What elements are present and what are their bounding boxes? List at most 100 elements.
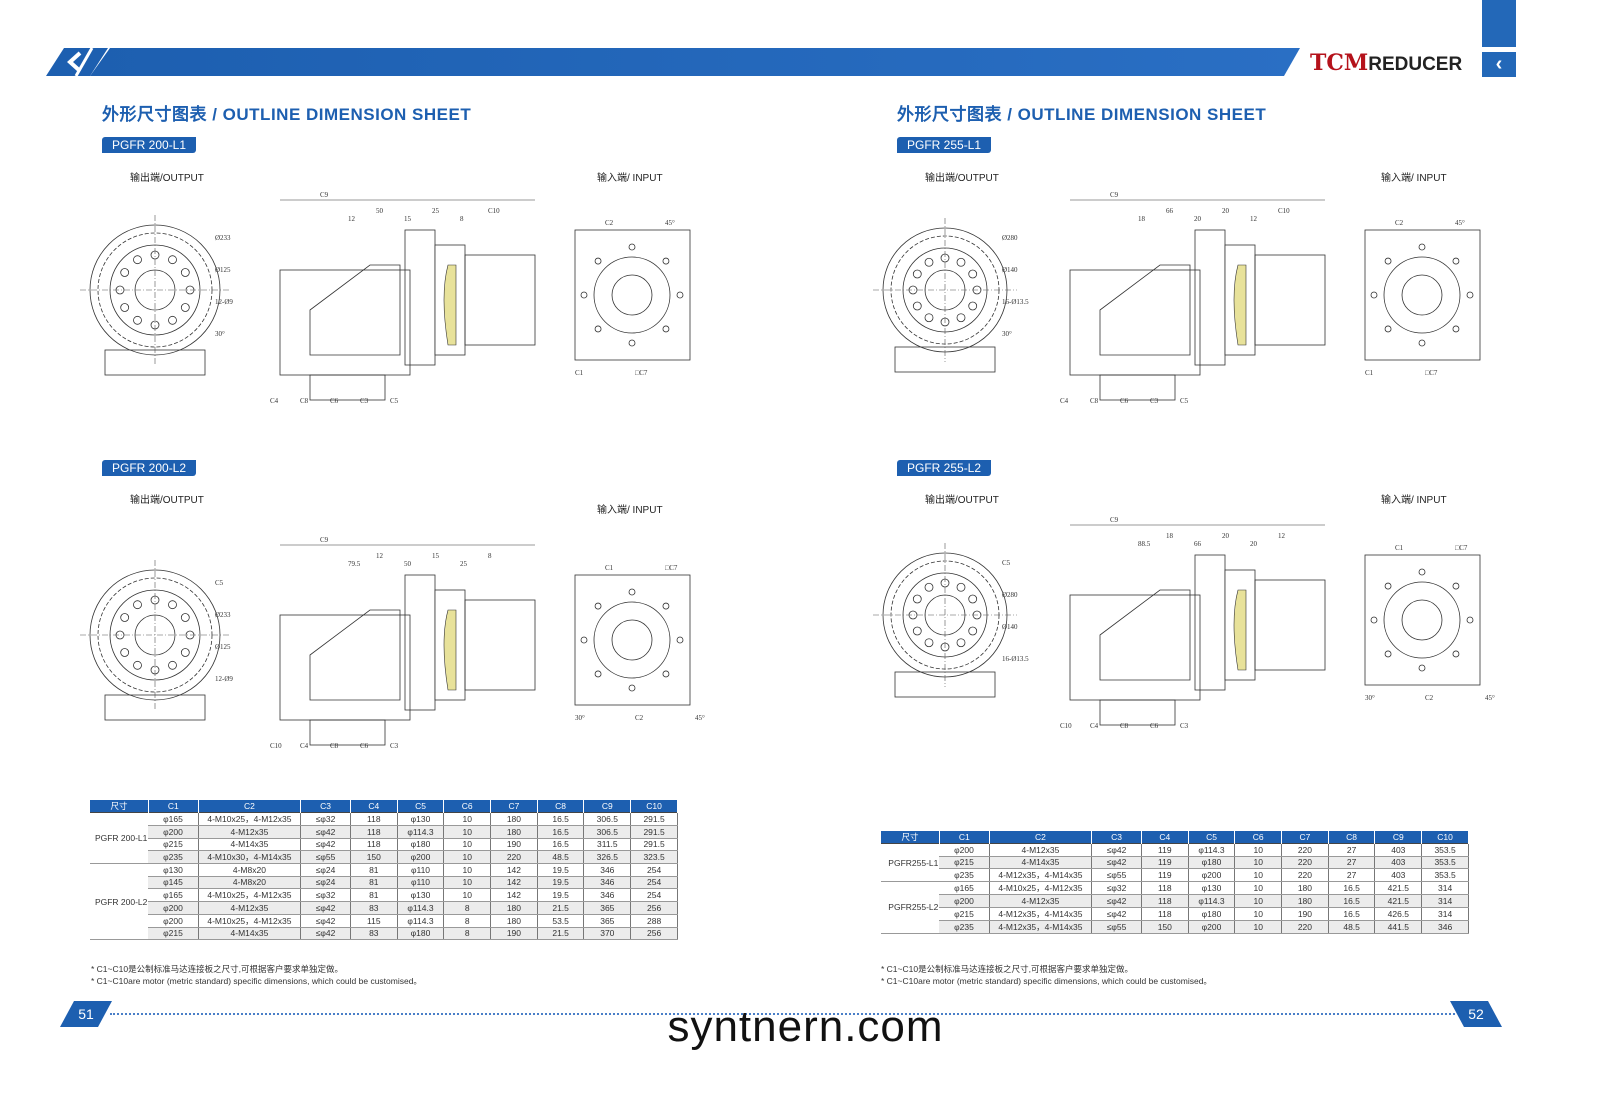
table-cell: 365 <box>583 914 632 928</box>
table-cell: φ165 <box>148 812 199 826</box>
table-cell: φ235 <box>939 868 990 882</box>
table-cell: 16.5 <box>1328 881 1376 895</box>
bolt-hole <box>968 269 978 279</box>
dimension-label: C9 <box>320 536 329 544</box>
table-cell: 190 <box>490 927 538 940</box>
model-cell: PGFR255-L1 <box>881 843 940 882</box>
table-cell: 220 <box>1281 843 1329 857</box>
table-cell: 403 <box>1374 868 1423 882</box>
table-cell: 4-M12x35，4-M14x35 <box>989 920 1093 934</box>
column-header: C8 <box>1328 831 1376 844</box>
table-cell: 365 <box>583 901 632 915</box>
column-header: C10 <box>630 800 678 813</box>
dimension-label: Ø280 <box>1002 591 1018 599</box>
table-cell: 16.5 <box>1328 907 1376 921</box>
output-label: 输出端/OUTPUT <box>925 495 999 506</box>
column-header: C9 <box>583 800 632 813</box>
dimension-label: C10 <box>488 207 500 215</box>
column-header: 尺寸 <box>90 800 149 813</box>
input-bolt-hole <box>1384 650 1392 658</box>
table-cell: 119 <box>1141 868 1189 882</box>
housing-body <box>1069 594 1201 701</box>
input-bolt-hole <box>580 291 588 299</box>
model-badge: PGFR 200-L1 <box>102 137 197 153</box>
dimension-label: C2 <box>635 714 644 722</box>
column-header: C1 <box>148 800 199 813</box>
back-button[interactable]: ‹ <box>1482 52 1516 77</box>
input-bolt-hole <box>594 325 602 333</box>
input-bolt-hole <box>1370 291 1378 299</box>
table-cell: 306.5 <box>583 825 632 839</box>
output-label: 输出端/OUTPUT <box>130 495 204 506</box>
model-badge: PGFR 200-L2 <box>102 460 197 476</box>
table-cell: 421.5 <box>1374 881 1423 895</box>
table-cell: 4-M14x35 <box>198 927 302 940</box>
table-cell: 81 <box>350 863 398 877</box>
table-cell: 10 <box>443 825 492 839</box>
table-cell: 118 <box>1141 894 1189 908</box>
model-cell: PGFR 200-L1 <box>90 812 149 864</box>
output-label: 输出端/OUTPUT <box>925 173 999 184</box>
input-pilot-circle <box>1383 581 1461 659</box>
table-cell: 81 <box>350 888 398 902</box>
table-cell: 4-M12x35，4-M14x35 <box>989 868 1093 882</box>
dimension-label: C6 <box>1120 397 1129 405</box>
table-cell: 10 <box>443 863 492 877</box>
table-cell: φ180 <box>1188 907 1236 921</box>
model-cell: PGFR 200-L2 <box>90 863 149 940</box>
flange-plate <box>404 229 436 366</box>
table-cell: 19.5 <box>537 888 585 902</box>
bolt-hole <box>924 313 934 323</box>
table-cell: φ110 <box>397 863 445 877</box>
watermark: syntnern.com <box>667 1002 944 1051</box>
table-cell: 180 <box>1281 894 1329 908</box>
table-cell: φ215 <box>148 927 199 940</box>
table-cell: φ200 <box>1188 920 1236 934</box>
dimension-label: 12 <box>1250 215 1258 223</box>
table-cell: φ130 <box>148 863 199 877</box>
table-cell: 288 <box>630 914 678 928</box>
input-bolt-hole <box>1418 664 1426 672</box>
bolt-hole <box>956 313 966 323</box>
input-bolt-hole <box>662 602 670 610</box>
table-cell: 118 <box>350 838 398 851</box>
table-cell: ≤φ55 <box>300 850 351 864</box>
table-cell: ≤φ42 <box>1091 856 1142 869</box>
dimension-label: C1 <box>1365 369 1374 377</box>
table-cell: ≤φ42 <box>1091 894 1142 908</box>
dimension-label: 20 <box>1222 532 1230 540</box>
dimension-label: 45° <box>1485 694 1495 702</box>
column-header: C3 <box>300 800 351 813</box>
dimension-label: C4 <box>1060 397 1069 405</box>
column-header: C1 <box>939 831 990 844</box>
input-bolt-hole <box>1384 582 1392 590</box>
table-cell: 27 <box>1328 868 1376 882</box>
dimension-label: 30° <box>1002 330 1012 338</box>
table-cell: 353.5 <box>1421 868 1469 882</box>
table-cell: 180 <box>490 812 538 826</box>
table-cell: 180 <box>490 914 538 928</box>
input-bolt-hole <box>628 339 636 347</box>
dimension-label: C10 <box>270 742 282 750</box>
input-bolt-hole <box>594 670 602 678</box>
dimension-label: 16-Ø13.5 <box>1002 298 1029 306</box>
bolt-hole <box>924 257 934 267</box>
dimension-label: 12 <box>348 215 356 223</box>
dimension-label: □C7 <box>635 369 648 377</box>
dimension-label: Ø140 <box>1002 266 1018 274</box>
table-cell: φ145 <box>148 876 199 889</box>
table-cell: 150 <box>1141 920 1189 934</box>
housing-body <box>1069 269 1201 376</box>
bolt-hole <box>968 594 978 604</box>
hatched-section <box>1233 264 1247 346</box>
table-cell: 4-M14x35 <box>198 838 302 851</box>
input-square-flange <box>1364 554 1481 686</box>
table-cell: 119 <box>1141 843 1189 857</box>
back-chevron-icon[interactable] <box>46 48 108 76</box>
dimension-label: C8 <box>1090 397 1099 405</box>
table-cell: φ200 <box>148 914 199 928</box>
